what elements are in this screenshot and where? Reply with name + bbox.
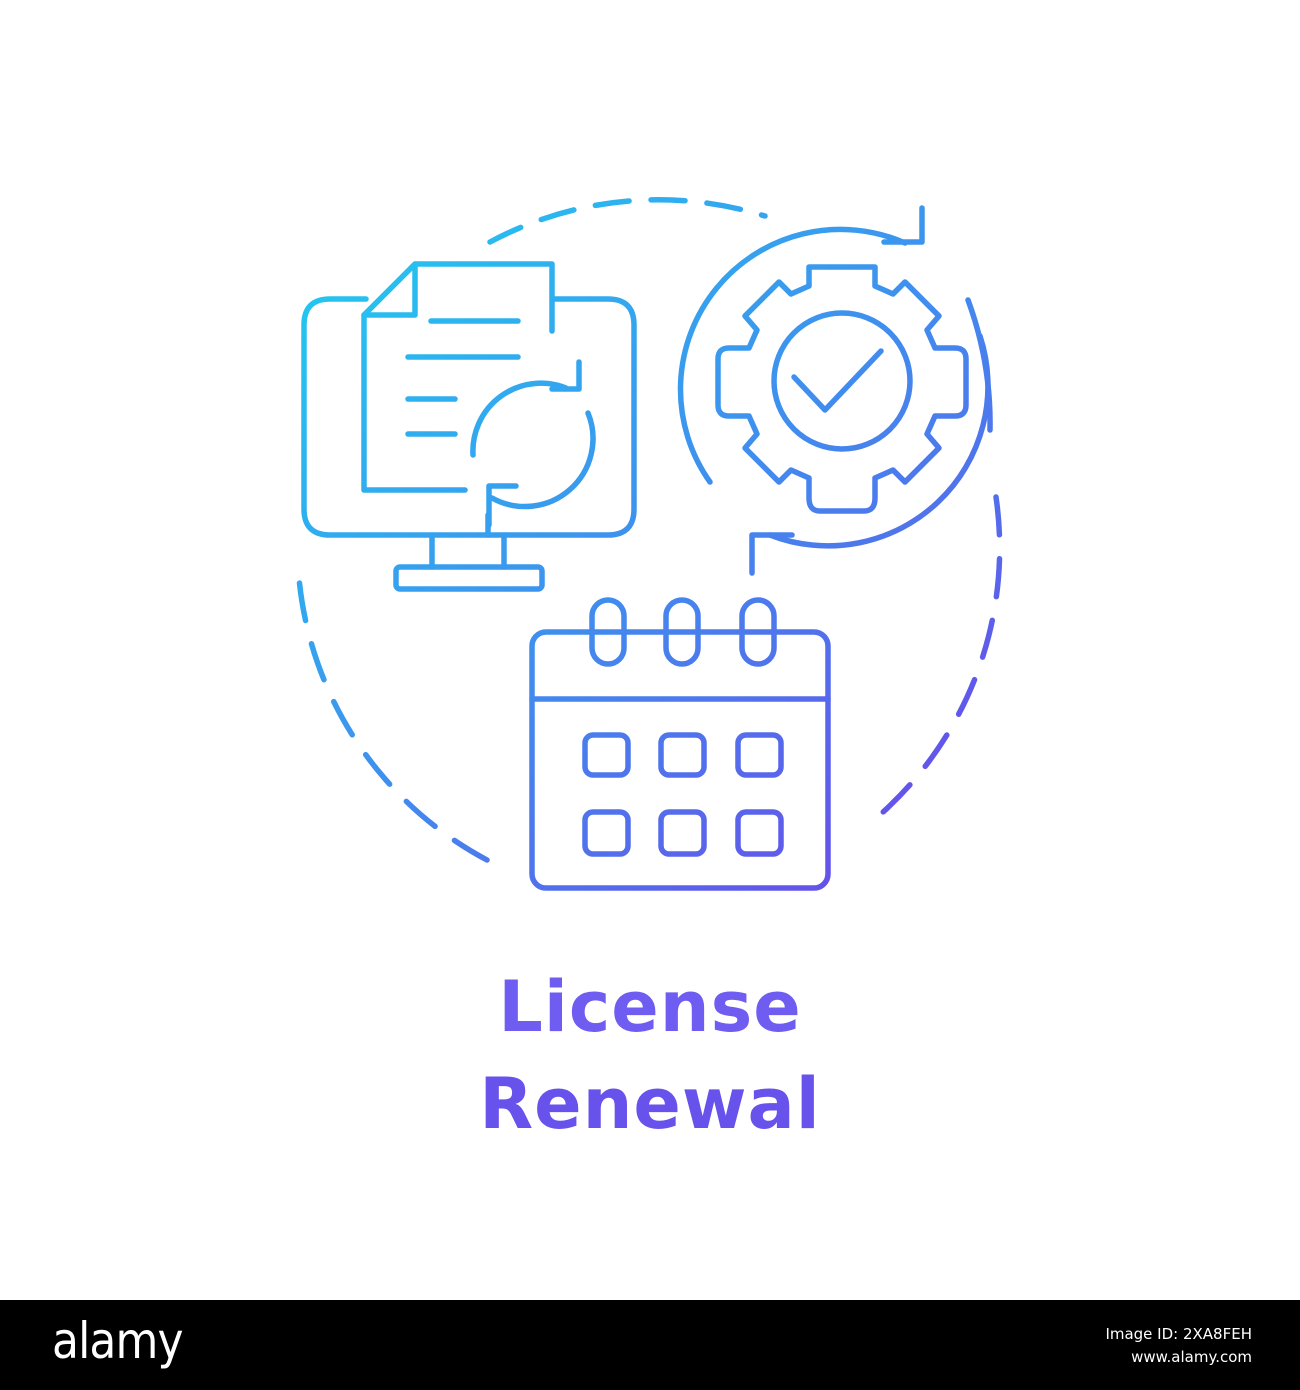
gear-check-icon xyxy=(677,205,991,576)
image-id: Image ID: 2XA8FEH xyxy=(1105,1325,1252,1343)
calendar-icon xyxy=(529,597,831,891)
caption-line-2: Renewal xyxy=(479,1063,821,1145)
caption-line-1: License xyxy=(498,966,802,1048)
site-url: www.alamy.com xyxy=(1131,1348,1252,1366)
brand-name: alamy xyxy=(52,1312,184,1370)
image-meta: Image ID: 2XA8FEH www.alamy.com xyxy=(1105,1323,1252,1369)
monitor-icon xyxy=(301,296,637,592)
document-sync-icon xyxy=(361,261,596,528)
brand-logo: alamy xyxy=(52,1312,200,1370)
license-renewal-illustration xyxy=(295,197,1003,891)
watermark-footer: alamy Image ID: 2XA8FEH www.alamy.com xyxy=(0,1300,1300,1390)
